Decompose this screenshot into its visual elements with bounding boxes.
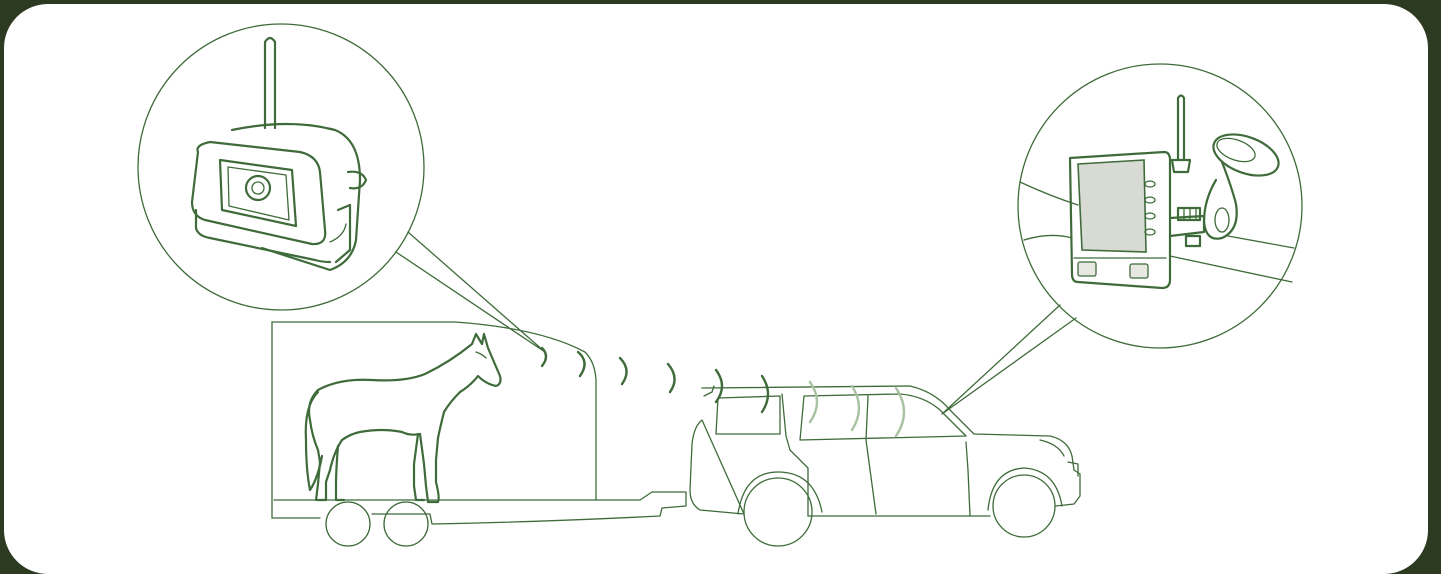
trailer-hitch [372,492,686,524]
suv-front-door [966,442,970,516]
trailer-wheel-2 [384,502,428,546]
signal-wave-4 [668,364,675,392]
monitor-callout-pointer [942,305,1076,414]
signal-wave-9 [896,388,904,436]
mount-screw-grip [1184,208,1196,220]
signal-wave-2 [578,352,585,376]
windshield-edge-top [1020,182,1078,205]
camera-bracket [336,205,350,262]
mount-arm [1204,162,1237,239]
horse-hind-leg-2 [336,446,344,500]
monitor-button-3 [1145,213,1155,219]
camera-bezel [192,142,325,244]
suv-rear-door [782,394,808,516]
illustration-svg [4,4,1428,574]
trailer-rear [272,322,320,518]
monitor-antenna [1178,96,1184,161]
windshield-edge-upper [1228,236,1294,248]
suction-mount-icon [1208,126,1284,183]
camera-callout-pointer [396,232,545,352]
signal-wave-6 [762,376,768,412]
trailer-body-outline [272,322,596,500]
horse-body [309,334,501,502]
wireless-monitor-icon [1070,96,1284,289]
horse-eye [476,352,486,358]
horse-trailer-icon [272,322,686,546]
camera-knob [348,172,366,189]
suv-hood [1040,440,1064,456]
signal-wave-3 [620,358,627,384]
mount-joint [1215,208,1229,232]
horse-icon [306,334,501,502]
suv-icon [690,386,1080,546]
suv-rear-window [716,396,780,434]
suv-front-arch [988,468,1062,510]
windshield-edge-left [1024,235,1072,240]
monitor-speaker-left [1078,262,1096,276]
suv-door-line [866,396,876,514]
camera-lens-inner [252,182,264,194]
monitor-button-1 [1145,181,1155,187]
camera-lens [246,176,270,200]
suv-rear-wheel [744,478,812,546]
signal-wave-7 [810,382,817,422]
suv-body-outline [690,386,1080,516]
monitor-screen [1078,160,1146,252]
monitor-button-2 [1145,197,1155,203]
wireless-camera-icon [192,38,366,270]
windshield-edge-lower [1170,256,1292,282]
monitor-callout-circle [1018,64,1302,348]
illustration-panel [4,4,1428,574]
signal-wave-5 [716,370,722,402]
camera-window [220,160,296,226]
trailer-wheel-1 [326,502,370,546]
camera-callout-circle [138,24,424,310]
monitor-speaker-right [1130,264,1148,278]
horse-front-leg-2 [414,434,424,500]
camera-antenna [265,38,275,128]
monitor-antenna-base [1172,160,1190,172]
signal-wave-8 [852,386,859,430]
mount-pin [1186,236,1200,246]
camera-callout [138,24,545,352]
camera-bracket-detail [330,224,346,242]
suv-front-wheel [993,475,1055,537]
monitor-button-4 [1145,229,1155,235]
